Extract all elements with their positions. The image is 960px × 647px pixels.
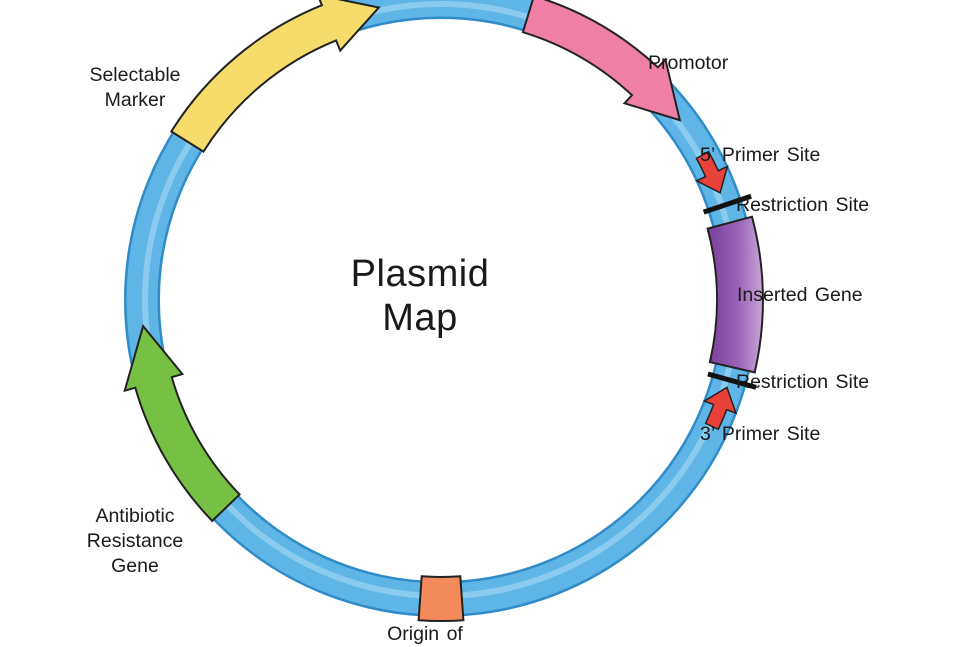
restriction-site-2-label: Restriction Site xyxy=(736,371,870,393)
primer-3-arrow xyxy=(702,386,738,431)
selectable-marker-label: Selectable Marker xyxy=(89,64,181,111)
antibiotic-resistance-label: Antibiotic Resistance Gene xyxy=(86,505,184,577)
primer-3-label: 3’ Primer Site xyxy=(700,423,821,445)
inserted-gene-label: Inserted Gene xyxy=(737,284,863,306)
origin-of-replication-block xyxy=(417,575,465,622)
promotor-arrow xyxy=(521,0,682,122)
inserted-gene-block xyxy=(706,215,764,374)
restriction-site-2-mark xyxy=(707,371,757,390)
primer-5-label: 5’ Primer Site xyxy=(700,144,821,166)
antibiotic-resistance-arrow xyxy=(123,323,242,523)
diagram-title: Plasmid Map xyxy=(350,253,490,339)
restriction-site-1-label: Restriction Site xyxy=(736,194,870,216)
origin-label: Origin of xyxy=(387,623,463,645)
restriction-site-1-mark xyxy=(702,193,752,215)
promotor-label: Promotor xyxy=(648,52,729,74)
primer-5-arrow xyxy=(694,150,729,194)
selectable-marker-arrow xyxy=(169,0,381,153)
